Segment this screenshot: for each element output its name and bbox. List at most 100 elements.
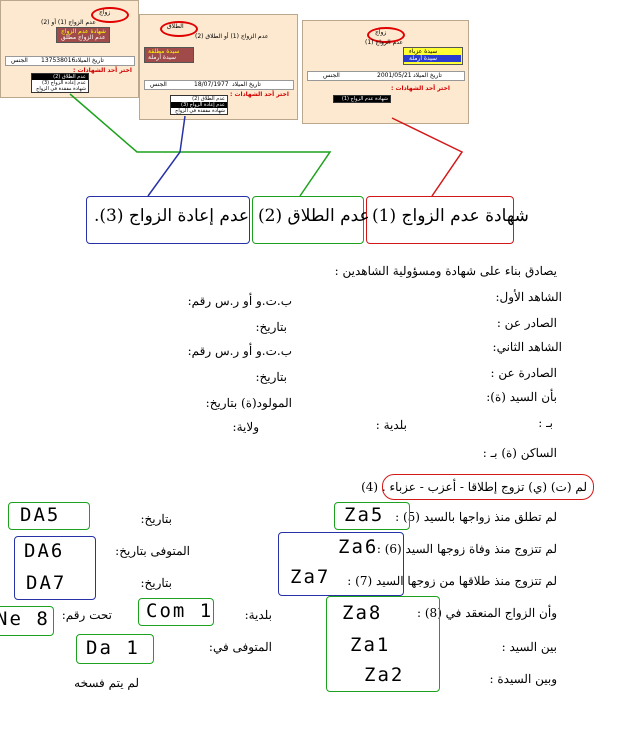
code-za8: Za8 [342, 602, 383, 624]
code-za2: Za2 [364, 664, 405, 686]
badge-ring [367, 27, 405, 43]
field-label: الجنس [323, 72, 340, 79]
certificate-dropdown[interactable]: شهادة عدم الزواج (1) [333, 95, 391, 103]
heading-no-remarriage: عدم إعادة الزواج (3). [94, 206, 250, 226]
line7-date-label: بتاريخ: [140, 576, 172, 590]
field-label: الجنس [150, 81, 167, 88]
list-item[interactable]: سيدة عزباء [409, 48, 438, 55]
code-za5: Za5 [344, 504, 385, 526]
line6-label: لم تتزوج منذ وفاة زوجها السيد (6) : [376, 542, 557, 556]
blue-connector [147, 115, 186, 197]
list-item[interactable]: سيدة مطلقة [148, 48, 180, 55]
line8-municipality-label: بلدية: [244, 608, 272, 622]
code-za6: Za6 [338, 536, 379, 558]
field-label: تاريخ الميلاد [75, 57, 104, 64]
dropdown-option[interactable]: شهادة مفقدة في الزواج [36, 86, 86, 92]
died-at-label: المتوفى في: [208, 640, 272, 654]
code-da6: DA6 [24, 540, 65, 562]
dropdown-option[interactable]: عدم إعادة الزواج (3) [171, 102, 227, 108]
wilaya-label: ولاية: [232, 420, 259, 434]
code-da5: DA5 [20, 504, 61, 526]
heading-box-green [252, 196, 364, 244]
line8-number-label: تحت رقم: [61, 608, 112, 622]
window-title: عدم الزواج (1) أو الطلاق (2) [195, 33, 269, 40]
heading-box-blue [86, 196, 250, 244]
line6-date-label: المتوفى بتاريخ: [115, 544, 190, 558]
mr-label: بأن السيد (ة): [486, 390, 557, 404]
code-box-com1 [138, 598, 214, 626]
line5-date-label: بتاريخ: [140, 512, 172, 526]
badge-ring [91, 7, 129, 23]
window-title: عدم الزواج (1) أو (2) [41, 19, 96, 26]
red-connector [391, 117, 464, 197]
dropdown-option[interactable]: عدم الطلاق (2) [192, 96, 225, 102]
code-box-da1 [76, 634, 154, 664]
dropdown-option[interactable]: شهادة عدم الزواج (1) [334, 96, 390, 102]
screenshot-left: زواج عدم الزواج (1) أو (2) شهادة عدم الز… [0, 0, 139, 98]
status-line: لم (ت) (ي) تزوج إطلاقا - أعزب - عزباء . … [361, 480, 587, 494]
certificate-dropdown[interactable]: عدم الطلاق (2) عدم إعادة الزواج (3) شهاد… [170, 95, 228, 115]
badge-ring [160, 21, 198, 37]
dropdown-option[interactable]: شهادة مفقدة في الزواج [175, 108, 225, 114]
dropdown-option[interactable]: عدم الطلاق (2) [32, 74, 88, 80]
field-value: 137538016 [41, 57, 76, 64]
status-box [382, 474, 594, 500]
witness2-label: الشاهد الثاني: [492, 340, 562, 354]
heading-box-red [366, 196, 514, 244]
prompt-label: اختر أحد الشهادات : [391, 85, 450, 92]
date2-label: بتاريخ: [255, 370, 287, 384]
heading-no-marriage: شهادة عدم الزواج (1) [372, 206, 529, 226]
list-item[interactable]: عدم الزواج مطلق [61, 34, 106, 41]
heading-no-divorce: عدم الطلاق (2) [258, 206, 370, 226]
screenshot-middle: الطلاق عدم الزواج (1) أو الطلاق (2) سيدة… [139, 14, 298, 120]
code-da1: Da 1 [86, 637, 140, 659]
prompt-label: اختر أحد الشهادات : [73, 67, 132, 74]
code-box-za6-za7 [278, 532, 404, 596]
dropdown-option[interactable]: عدم إعادة الزواج (3) [41, 80, 86, 86]
date1-label: بتاريخ: [255, 320, 287, 334]
field-label: الجنس [11, 57, 28, 64]
green-connector [69, 93, 332, 197]
field-value: 2001/05/21 [377, 72, 412, 79]
screenshot-right: زواج عدم الزواج (1) سيدة عزباء سيدة أرمل… [302, 20, 469, 124]
list-item[interactable]: شهادة عدم الزواج [61, 28, 106, 35]
witness2-id-label: ب.ت.و أو ر.س رقم: [187, 344, 292, 358]
witness1-id-label: ب.ت.و أو ر.س رقم: [187, 294, 292, 308]
code-box-da6-da7 [14, 536, 96, 600]
code-box-ne8 [0, 606, 54, 636]
code-za7: Za7 [290, 566, 331, 588]
line5-label: لم تطلق منذ زواجها بالسيد (5) : [395, 510, 557, 524]
between-mr-label: بين السيد : [501, 640, 557, 654]
line7-label: لم تتزوج منذ طلاقها من زوجها السيد (7) : [347, 574, 557, 588]
code-box-da5 [8, 502, 90, 530]
badge-label: الطلاق [167, 23, 184, 30]
list-panel [56, 27, 110, 43]
born-label: المولود(ة) بتاريخ: [205, 396, 292, 410]
prompt-label: اختر أحد الشهادات : [230, 91, 289, 98]
line8-label: وأن الزواج المنعقد في (8) : [417, 606, 557, 620]
badge-label: زواج [99, 9, 111, 16]
list-selection [403, 55, 461, 62]
list-item[interactable]: سيدة أرملة [409, 55, 438, 62]
badge-label: زواج [375, 29, 387, 36]
field-value: 18/07/1977 [194, 81, 229, 88]
certificate-dropdown[interactable]: عدم الطلاق (2) عدم إعادة الزواج (3) شهاد… [31, 73, 89, 93]
intro-line: يصادق بناء على شهادة ومسؤولية الشاهدين : [334, 264, 557, 278]
witness1-label: الشاهد الأول: [495, 290, 562, 304]
issued2-label: الصادرة عن : [490, 366, 557, 380]
code-box-za5 [334, 502, 410, 530]
field-row [5, 56, 135, 66]
code-box-za8-za2 [326, 596, 440, 692]
copy-label: لم يتم فسخه [74, 676, 139, 690]
list-item[interactable]: سيدة أرملة [148, 54, 177, 61]
resident-label: الساكن (ة) بـ : [482, 446, 557, 460]
code-ne8: Ne 8 [0, 608, 50, 630]
field-label: تاريخ الميلاد [413, 72, 442, 79]
field-row [307, 71, 465, 81]
issued1-label: الصادر عن : [496, 316, 557, 330]
between-mrs-label: وبين السيدة : [489, 672, 557, 686]
field-label: تاريخ الميلاد [232, 81, 261, 88]
at-label: بـ : [538, 416, 553, 430]
list-panel [144, 47, 194, 63]
